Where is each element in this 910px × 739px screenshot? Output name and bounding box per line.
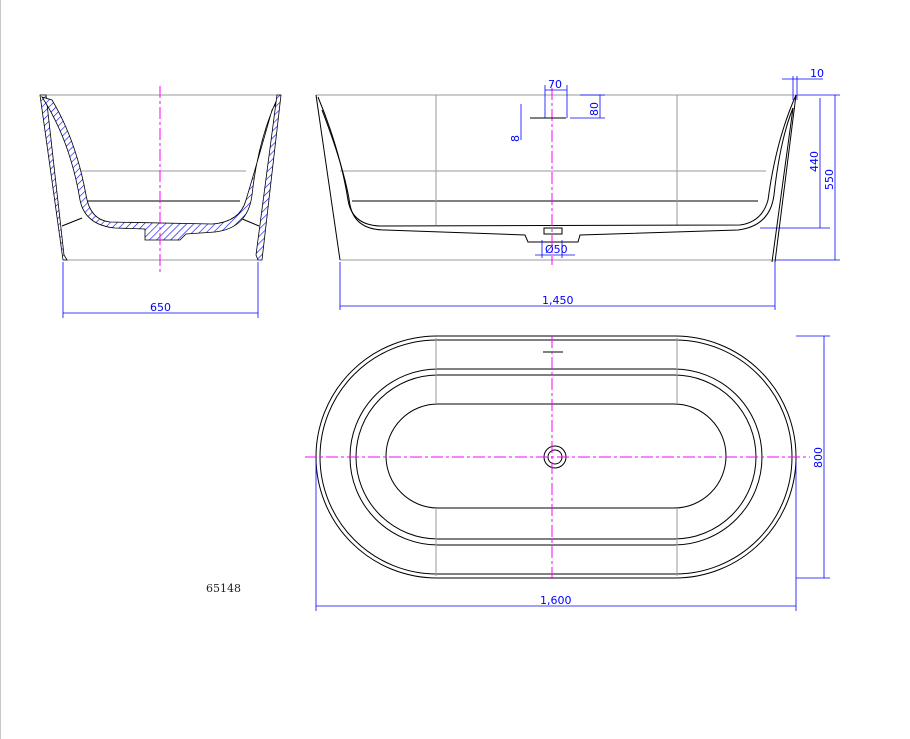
plan-view: 800 1,600: [305, 335, 830, 611]
right-wall-section: [255, 94, 282, 261]
total-height-dimension: 550: [823, 169, 836, 190]
end-section-view: 650: [39, 86, 282, 318]
end-width-dimension: 650: [150, 301, 171, 314]
model-number: 65148: [206, 582, 241, 595]
side-length-dimension: 1,450: [542, 294, 574, 307]
plan-length-dimension: 1,600: [540, 594, 572, 607]
side-section-view: 70 80 8 10 440 550 Ø50 1,450: [315, 67, 840, 310]
inner-depth-dimension: 440: [808, 151, 821, 172]
left-wall-section: [39, 94, 68, 261]
rim-thickness-dimension: 10: [810, 67, 824, 80]
overflow-depth-dimension: 80: [588, 102, 601, 116]
overflow-height-dimension: 8: [509, 135, 522, 142]
shell-section: [41, 94, 282, 241]
overflow-width-dimension: 70: [548, 78, 562, 91]
drain-diameter-dimension: Ø50: [545, 243, 568, 256]
plan-width-dimension: 800: [812, 447, 825, 468]
